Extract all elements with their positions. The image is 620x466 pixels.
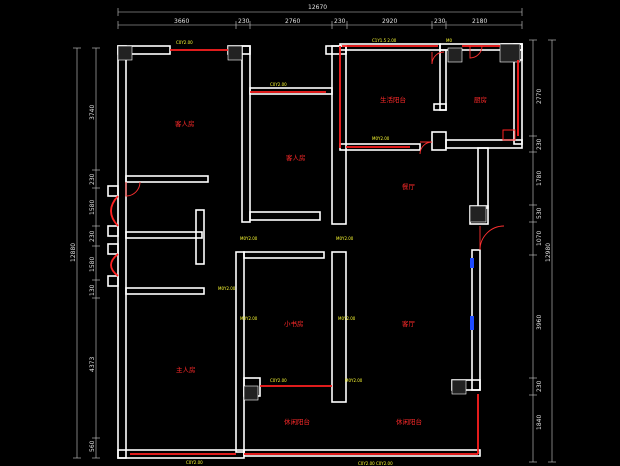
- room-dining: 餐厅: [402, 182, 416, 191]
- top-dim-6: 230: [434, 18, 446, 25]
- right-dim-5: 1070: [536, 231, 543, 246]
- top-dim-3: 2760: [285, 18, 300, 25]
- right-dim-6: 3960: [536, 315, 543, 330]
- right-dim-1: 2770: [536, 89, 543, 104]
- top-dim-5: 2920: [382, 18, 397, 25]
- blue-marker-b: [470, 316, 474, 330]
- right-dim-3: 1780: [536, 171, 543, 186]
- tag-window-kitchen-bottom: M0Y2.00: [372, 136, 390, 141]
- right-dim-2: 230: [536, 138, 543, 150]
- annotation-tags: C0Y2.00 C0Y2.00 C1Y1.5 2.00 M0Y2.00 M0 M…: [176, 38, 452, 466]
- tag-window-corridor: C0Y2.00: [270, 82, 287, 87]
- tag-door-b: M0Y2.00: [336, 236, 354, 241]
- room-kitchen-dining: 生活阳台: [380, 95, 406, 104]
- blue-marker-a: [470, 258, 474, 268]
- top-dim-7: 2180: [472, 18, 487, 25]
- left-dim-7: 4373: [89, 357, 96, 372]
- left-dim-2: 230: [89, 173, 96, 185]
- structural-blocks: [117, 43, 521, 401]
- right-dim-4: 530: [536, 207, 543, 219]
- tag-window-bottom-left: C0Y2.00: [186, 460, 203, 465]
- left-total-dimension: 12880: [70, 243, 77, 262]
- top-dimension-group: 12670 3660 230 2760 230 2920 230 2180: [117, 4, 523, 29]
- room-balcony-right: 休闲阳台: [396, 417, 422, 426]
- tag-door-e: M0Y2.00: [338, 316, 356, 321]
- tag-window-kitchen: C1Y1.5 2.00: [372, 38, 397, 43]
- room-study: 小书房: [284, 319, 304, 328]
- tag-window-bottom-right: C0Y2.00 C0Y2.00: [358, 461, 393, 466]
- tag-door-a: M0Y2.00: [240, 236, 258, 241]
- tag-window-balcony: C0Y2.00: [270, 378, 287, 383]
- room-guest-a: 客人房: [175, 119, 195, 128]
- walls: [107, 43, 523, 459]
- top-total-dimension: 12670: [308, 4, 327, 11]
- left-dim-6: 130: [89, 284, 96, 296]
- tag-window-top-left: C0Y2.00: [176, 40, 193, 45]
- door-swings: [125, 45, 505, 251]
- windows: [110, 45, 519, 455]
- tag-door-kitchen: M0: [446, 38, 452, 43]
- top-dim-1: 3660: [174, 18, 189, 25]
- right-dim-8: 1840: [536, 415, 543, 430]
- left-dimension-group: 12880 3740 230 1580 230 1580 130 4373 56…: [70, 47, 100, 459]
- left-dim-1: 3740: [89, 105, 96, 120]
- room-kitchen: 厨房: [474, 95, 487, 104]
- tag-door-c: M0Y2.00: [218, 286, 236, 291]
- room-labels: 客人房 客人房 生活阳台 厨房 餐厅 小书房 客厅 主人房 休闲阳台 休闲阳台: [175, 95, 487, 426]
- tag-door-d: M0Y2.00: [240, 316, 258, 321]
- right-dim-7: 230: [536, 380, 543, 392]
- room-guest-b: 客人房: [286, 153, 306, 162]
- top-dim-2: 230: [238, 18, 250, 25]
- right-dimension-group: 12980 2770 230 1780 530 1070 3960 230 18…: [529, 39, 556, 463]
- room-living: 客厅: [402, 319, 416, 328]
- room-master: 主人房: [176, 365, 196, 374]
- left-dim-3: 1580: [89, 200, 96, 215]
- left-dim-8: 560: [89, 440, 96, 452]
- tag-door-f: M0Y2.00: [345, 378, 363, 383]
- room-balcony-left: 休闲阳台: [284, 417, 310, 426]
- top-dim-4: 230: [334, 18, 346, 25]
- left-dim-4: 230: [89, 230, 96, 242]
- left-dim-5: 1580: [89, 257, 96, 272]
- right-total-dimension: 12980: [545, 243, 552, 262]
